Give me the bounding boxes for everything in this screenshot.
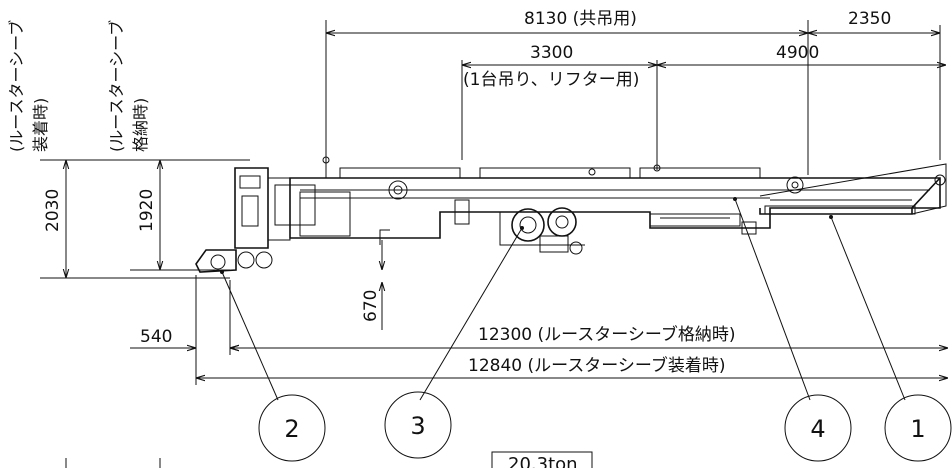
svg-text:1: 1 [910, 415, 925, 443]
bottom-vertical-remnants [65, 458, 161, 468]
svg-text:4900: 4900 [776, 43, 819, 63]
svg-text:2: 2 [284, 415, 299, 443]
callout-2: 2 [258, 394, 326, 462]
dimension-8130: 8130 (共吊用) [325, 9, 809, 175]
svg-text:装着時): 装着時) [31, 98, 50, 152]
dimension-12840: 12840 (ルースターシーブ装着時) [196, 355, 948, 378]
dimension-3300: 3300 (1台吊り、リフター用) [461, 43, 658, 170]
svg-text:(ルースターシーブ: (ルースターシーブ [107, 20, 126, 152]
svg-text:3300: 3300 [530, 43, 573, 63]
svg-text:4: 4 [810, 415, 825, 443]
svg-text:(ルースターシーブ: (ルースターシーブ [7, 20, 26, 152]
dimension-1920: 1920 [130, 160, 230, 271]
svg-text:(1台吊り、リフター用): (1台吊り、リフター用) [463, 70, 639, 90]
svg-text:3: 3 [410, 412, 425, 440]
dimension-4900: 4900 [657, 43, 946, 65]
leader-lines [221, 198, 906, 401]
crane-body [195, 156, 947, 274]
dimension-2350: 2350 [808, 9, 941, 160]
dimension-540: 540 [130, 275, 260, 385]
vertical-label-stored: (ルースターシーブ 格納時) [107, 20, 150, 152]
svg-text:540: 540 [140, 327, 172, 347]
dimension-670: 670 [361, 240, 382, 330]
dimension-2030: 2030 [40, 159, 250, 279]
svg-text:1920: 1920 [137, 189, 157, 232]
dimension-12300: 12300 (ルースターシーブ格納時) [230, 324, 948, 348]
svg-text:670: 670 [361, 290, 381, 322]
svg-text:20.3ton: 20.3ton [508, 454, 578, 468]
svg-text:格納時): 格納時) [131, 98, 150, 152]
vertical-label-attached: (ルースターシーブ 装着時) [7, 20, 50, 152]
svg-text:2030: 2030 [43, 189, 63, 232]
callout-1: 1 [884, 394, 952, 462]
callout-3: 3 [384, 391, 452, 459]
capacity-box: 20.3ton [491, 451, 593, 468]
svg-text:12300 (ルースターシーブ格納時): 12300 (ルースターシーブ格納時) [478, 324, 736, 345]
callout-4: 4 [784, 394, 852, 462]
svg-text:8130 (共吊用): 8130 (共吊用) [524, 9, 637, 29]
svg-text:12840 (ルースターシーブ装着時): 12840 (ルースターシーブ装着時) [468, 355, 726, 376]
svg-text:2350: 2350 [848, 9, 891, 29]
